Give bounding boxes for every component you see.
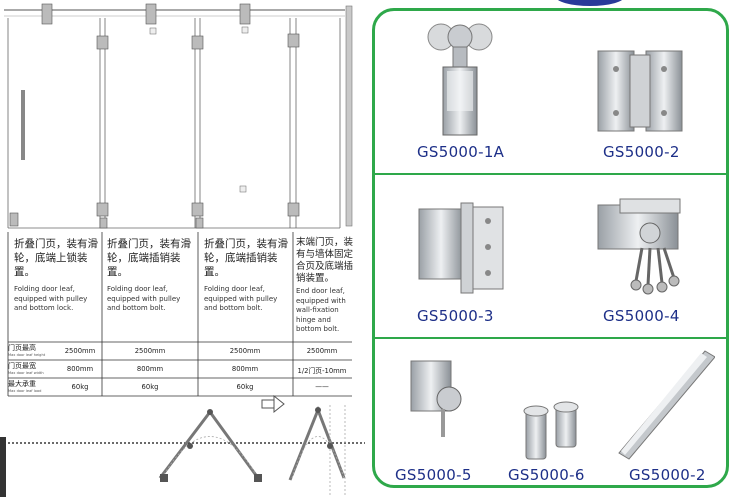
spec-value: 800mm xyxy=(66,365,94,373)
product-model-label: GS5000-3 xyxy=(417,307,494,325)
spec-value: 2500mm xyxy=(134,347,166,355)
section-divider xyxy=(375,173,726,175)
product-model-label: GS5000-6 xyxy=(508,466,585,484)
bottom-fittings xyxy=(9,202,300,229)
product-model-label: GS5000-5 xyxy=(395,466,472,484)
wall-hinge-icon xyxy=(418,202,504,294)
column-1-en: Folding door leaf, equipped with pulley … xyxy=(14,285,88,312)
top-rollers xyxy=(41,3,300,50)
spec-table-grid xyxy=(7,232,352,397)
spec-value: —— xyxy=(315,383,329,391)
spec-label-load: 最大承重 xyxy=(8,380,36,388)
column-4-en: End door leaf, equipped with wall-fixati… xyxy=(296,287,346,333)
door-handle xyxy=(21,90,25,160)
product-model-label: GS5000-4 xyxy=(603,307,680,325)
spec-value: 60kg xyxy=(236,383,254,391)
column-3-description: 折叠门页，装有滑轮，底端插销装置。 Folding door leaf, equ… xyxy=(204,237,290,314)
spec-value: 2500mm xyxy=(306,347,338,355)
spec-label-width: 门页最宽 xyxy=(8,362,36,370)
spec-label-height: 门页最高 xyxy=(8,344,36,352)
roller-hanger-icon xyxy=(427,23,493,136)
spec-value: 1/2门页-10mm xyxy=(297,367,347,375)
spec-value: 60kg xyxy=(71,383,89,391)
direction-arrow-icon xyxy=(261,394,285,414)
door-leaves xyxy=(7,18,341,229)
spec-value: 800mm xyxy=(231,365,259,373)
product-model-label: GS5000-2 xyxy=(629,466,706,484)
column-2-description: 折叠门页，装有滑轮，底端插销装置。 Folding door leaf, equ… xyxy=(107,237,193,314)
product-model-label: GS5000-1A xyxy=(417,143,505,161)
column-3-cn: 折叠门页，装有滑轮，底端插销装置。 xyxy=(204,238,288,278)
spec-value: 2500mm xyxy=(229,347,261,355)
glass-hinge-icon xyxy=(597,50,683,132)
decorative-blue-tab xyxy=(555,0,625,6)
spec-value: 60kg xyxy=(141,383,159,391)
spec-sub-width: Max door leaf width xyxy=(8,371,44,375)
column-1-cn: 折叠门页，装有滑轮，底端上锁装置。 xyxy=(14,238,98,278)
product-catalog-panel: GS5000-1A GS5000-2 GS5000-3 GS5000-4 GS xyxy=(372,8,729,488)
glass-lock-with-keys-icon xyxy=(597,198,681,295)
column-2-en: Folding door leaf, equipped with pulley … xyxy=(107,285,181,312)
floor-socket-icon xyxy=(523,401,579,460)
column-3-en: Folding door leaf, equipped with pulley … xyxy=(204,285,278,312)
folding-door-drawing: 折叠门页，装有滑轮，底端上锁装置。 Folding door leaf, equ… xyxy=(0,0,365,497)
spec-sub-load: Max door leaf load xyxy=(8,389,42,393)
section-divider xyxy=(375,337,726,339)
column-2-cn: 折叠门页，装有滑轮，底端插销装置。 xyxy=(107,238,191,278)
spec-value: 2500mm xyxy=(64,347,96,355)
column-1-description: 折叠门页，装有滑轮，底端上锁装置。 Folding door leaf, equ… xyxy=(14,237,98,314)
column-4-description: 末端门页，装有与墙体固定合页及底端插销装置。 End door leaf, eq… xyxy=(296,237,356,335)
door-elevation-svg xyxy=(0,3,365,497)
floor-bolt-clamp-icon xyxy=(410,360,462,437)
spec-value: 800mm xyxy=(136,365,164,373)
aluminium-track-icon xyxy=(618,350,715,460)
column-4-cn: 末端门页，装有与墙体固定合页及底端插销装置。 xyxy=(296,237,354,284)
product-model-label: GS5000-2 xyxy=(603,143,680,161)
spec-sub-height: Max door leaf height xyxy=(8,353,46,357)
